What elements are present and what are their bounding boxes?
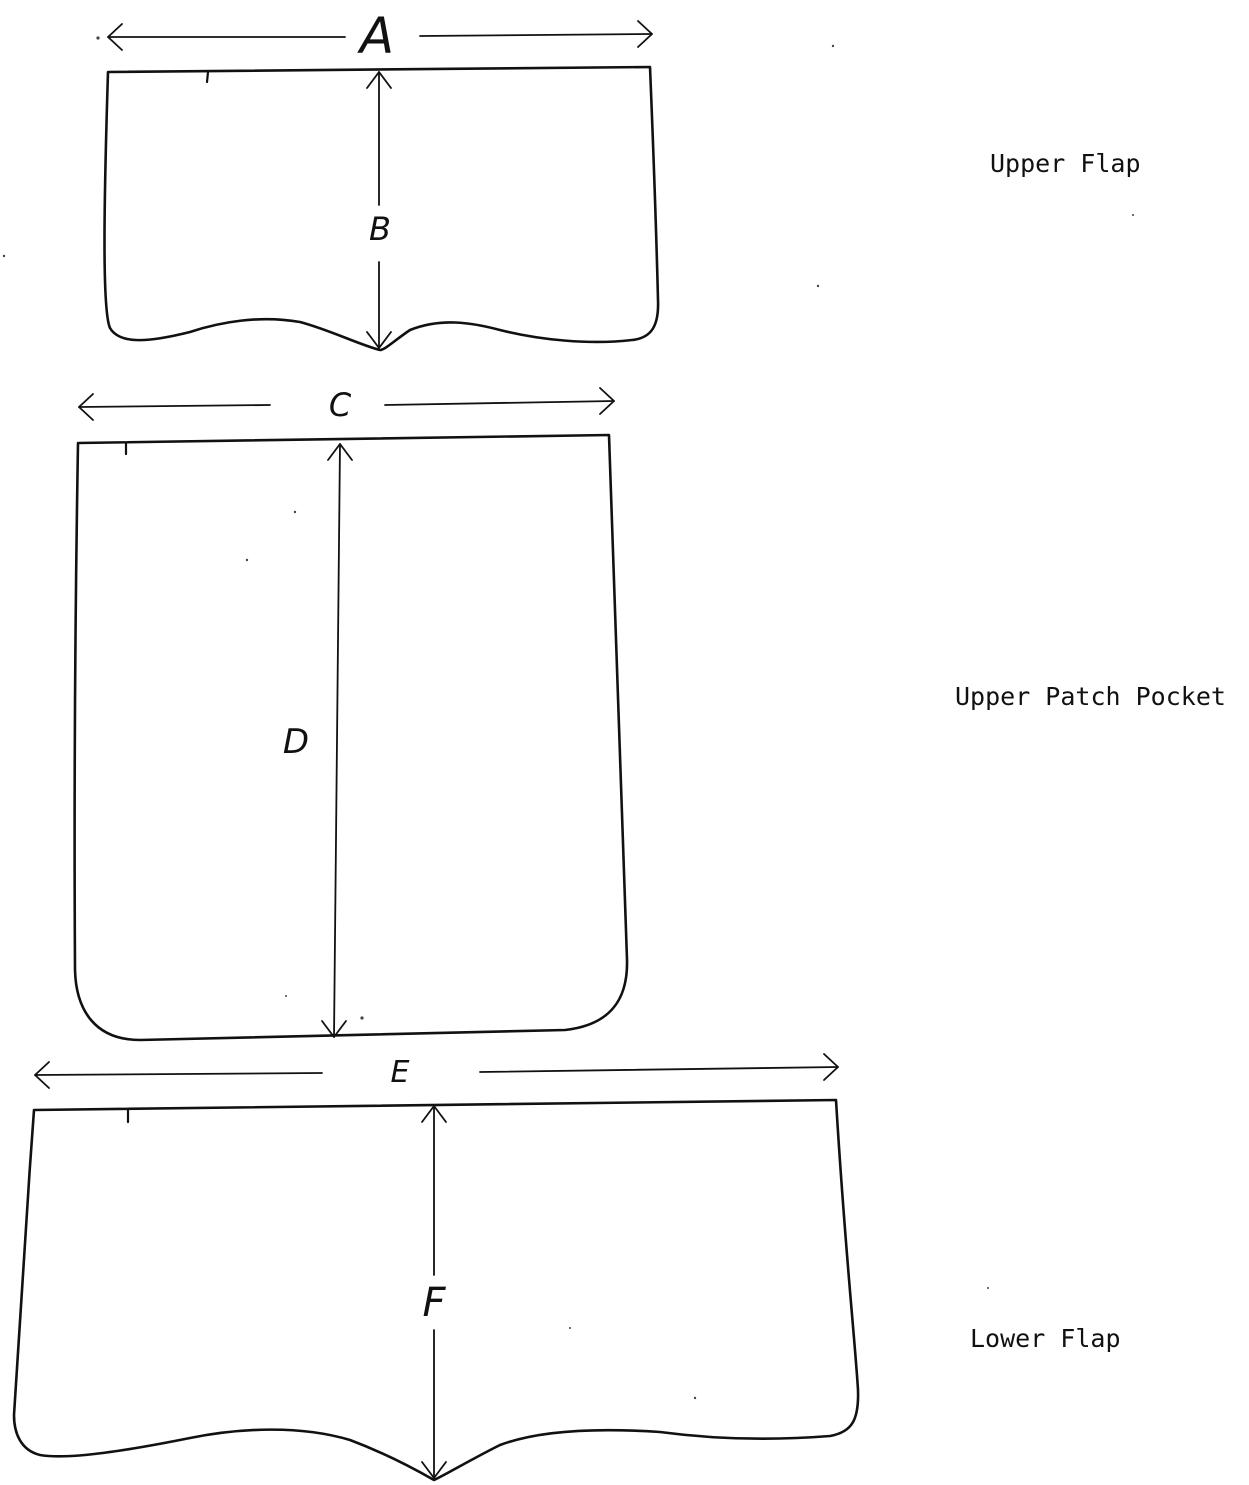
dimension-c-arrow-right	[599, 387, 615, 415]
dimension-a-line-right	[419, 33, 653, 37]
dimension-e-line-left	[34, 1072, 323, 1076]
upper-flap-caption: Upper Flap	[990, 149, 1141, 178]
dimension-b-label: B	[369, 210, 391, 248]
dimension-d-arrow-bottom	[321, 1020, 347, 1038]
upper-flap-outline	[103, 65, 660, 352]
upper-patch-pocket-piece: C D	[73, 386, 629, 1042]
upper-patch-pocket-outline	[73, 433, 629, 1042]
upper-patch-pocket-caption: Upper Patch Pocket	[955, 682, 1226, 711]
dimension-e-arrow-right	[823, 1053, 839, 1081]
dimension-d-label: D	[283, 722, 309, 762]
dimension-b-arrow-top	[366, 71, 392, 89]
lower-flap-outline	[12, 1098, 860, 1482]
dimension-c-line-left	[78, 404, 271, 408]
dimension-d-arrow-top	[327, 443, 353, 461]
dimension-c-arrow-left	[78, 393, 94, 421]
upper-flap-piece: A B	[103, 7, 660, 352]
dimension-a-label: A	[357, 7, 394, 65]
dimension-e-arrow-left	[34, 1061, 50, 1089]
dimension-c-line-right	[384, 400, 615, 406]
dimension-c-label: C	[329, 386, 352, 424]
dimension-f-arrow-top	[421, 1105, 447, 1123]
lower-flap-caption: Lower Flap	[970, 1324, 1121, 1353]
dimension-a-arrow-left	[107, 23, 123, 51]
dimension-d-line	[333, 443, 341, 1038]
dimension-e-label: E	[391, 1055, 410, 1090]
dimension-f-label: F	[422, 1280, 446, 1326]
dimension-a-arrow-right	[637, 20, 653, 48]
dimension-b-arrow-bottom	[366, 331, 392, 349]
lower-flap-piece: E F	[12, 1053, 860, 1482]
dimension-f-arrow-bottom	[421, 1461, 447, 1479]
dimension-e-line-right	[479, 1066, 839, 1073]
scan-specks	[2, 36, 1134, 1400]
upper-flap-notch	[205, 70, 210, 84]
